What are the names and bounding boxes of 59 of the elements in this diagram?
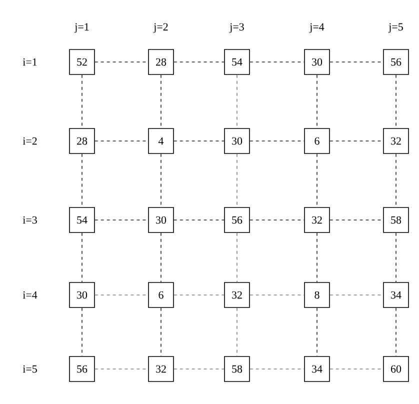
dashed-line [316, 308, 318, 356]
number-box: 56 [69, 356, 95, 382]
number-box: 30 [224, 128, 250, 154]
row-label: i=1 [22, 58, 37, 66]
number-box: 4 [148, 128, 174, 154]
dashed-line [316, 232, 318, 282]
dashed-line [330, 140, 384, 142]
dashed-line [174, 140, 224, 142]
dashed-line [236, 74, 238, 128]
dashed-line [94, 294, 148, 296]
number-box: 32 [148, 356, 174, 382]
dashed-line [94, 140, 148, 142]
dashed-line [250, 294, 304, 296]
dashed-line [236, 308, 238, 356]
dashed-line [160, 74, 162, 128]
number-box: 6 [304, 128, 330, 154]
dashed-line [316, 154, 318, 208]
column-label: j=5 [388, 23, 403, 33]
dashed-line [94, 368, 148, 370]
number-box: 52 [69, 49, 95, 75]
number-box: 28 [69, 128, 95, 154]
number-box: 30 [148, 207, 174, 233]
number-box: 30 [69, 282, 95, 308]
number-box: 34 [304, 356, 330, 382]
column-label: j=4 [309, 23, 324, 33]
number-box: 34 [383, 282, 409, 308]
number-box: 28 [148, 49, 174, 75]
number-box: 32 [224, 282, 250, 308]
dashed-line [160, 308, 162, 356]
number-box: 56 [224, 207, 250, 233]
dashed-line [250, 140, 304, 142]
number-box: 32 [383, 128, 409, 154]
number-box: 54 [69, 207, 95, 233]
number-box: 58 [224, 356, 250, 382]
number-box: 54 [224, 49, 250, 75]
dashed-line [316, 74, 318, 128]
dashed-line [330, 368, 384, 370]
dashed-line [250, 368, 304, 370]
number-box: 6 [148, 282, 174, 308]
number-box: 32 [304, 207, 330, 233]
dashed-line [160, 154, 162, 208]
row-label: i=4 [22, 291, 38, 299]
row-label: i=3 [22, 216, 37, 224]
number-box: 60 [383, 356, 409, 382]
column-label: j=2 [153, 23, 168, 33]
number-box: 56 [383, 49, 409, 75]
dashed-line [174, 368, 224, 370]
dashed-line [330, 294, 384, 296]
dashed-line [174, 294, 224, 296]
number-box: 30 [304, 49, 330, 75]
number-box: 8 [304, 282, 330, 308]
column-label: j=1 [74, 23, 89, 33]
number-box: 58 [383, 207, 409, 233]
dashed-line [236, 154, 238, 208]
row-label: i=5 [22, 365, 37, 373]
row-label: i=2 [22, 137, 37, 145]
dashed-line [160, 232, 162, 282]
column-label: j=3 [229, 23, 244, 33]
dashed-line [236, 232, 238, 282]
